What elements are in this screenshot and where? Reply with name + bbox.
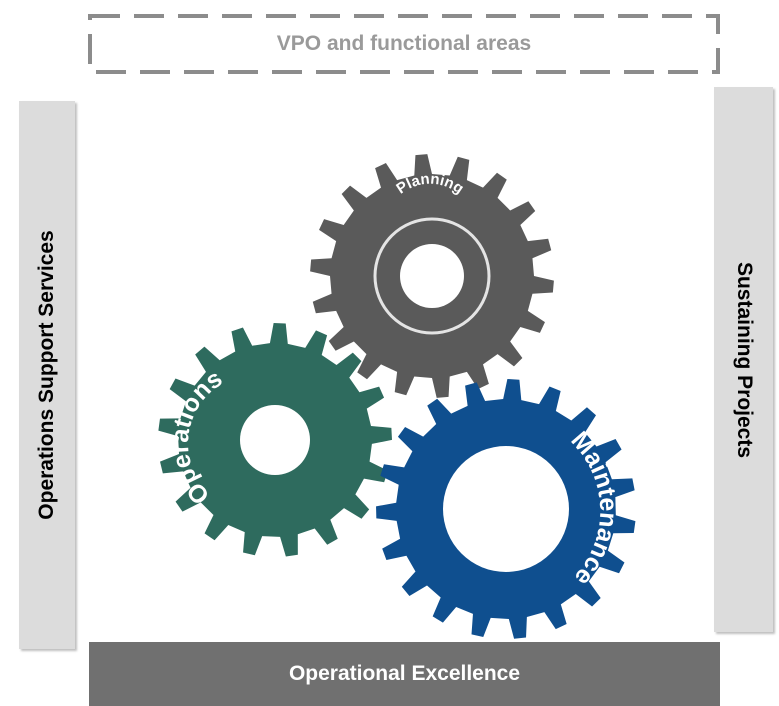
planning-gear-hole: [400, 244, 464, 308]
operations-gear-hole: [240, 405, 310, 475]
maintenance-gear: Maintenance: [376, 379, 636, 639]
vpo-header-box: VPO and functional areas: [88, 14, 720, 74]
maintenance-gear-hole: [443, 446, 569, 572]
planning-gear: Planning: [310, 154, 554, 398]
planning-gear-ring: [373, 217, 491, 335]
vpo-header-label: VPO and functional areas: [276, 32, 532, 55]
dashed-border: [88, 14, 720, 74]
operations-support-services-bar: Operations Support Services: [19, 101, 75, 649]
operations-gear: Operations: [158, 323, 392, 557]
sustaining-projects-bar: Sustaining Projects: [714, 87, 773, 632]
operational-excellence-label: Operational Excellence: [288, 662, 521, 685]
operational-excellence-bar: Operational Excellence: [89, 642, 720, 706]
